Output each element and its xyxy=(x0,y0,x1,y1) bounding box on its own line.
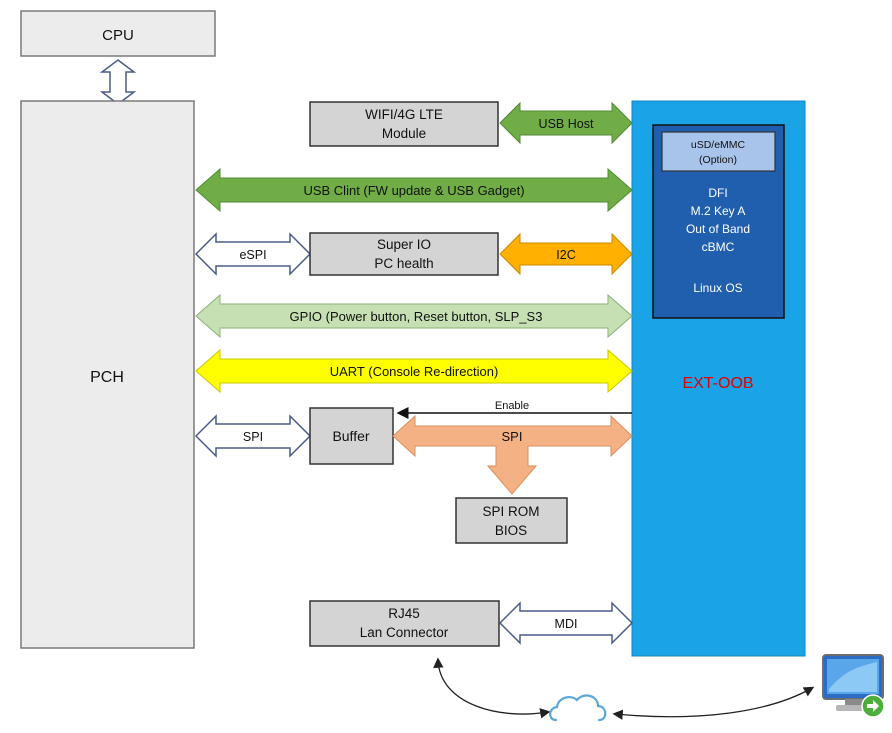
uart-link: UART (Console Re-direction) xyxy=(195,348,633,394)
usd-label: uSD/eMMC xyxy=(691,139,746,151)
cpu-block: CPU xyxy=(20,10,216,57)
lan-cloud-connection xyxy=(433,657,551,719)
spi-rom-label: SPI ROM xyxy=(482,504,539,519)
uart-label: UART (Console Re-direction) xyxy=(330,364,499,379)
pch-label: PCH xyxy=(90,369,124,386)
superio-label: Super IO xyxy=(377,237,431,252)
pch-block: PCH xyxy=(20,100,195,649)
usd-emmc-box xyxy=(661,131,776,172)
module-dfi-label: DFI xyxy=(708,186,727,200)
gpio-link: GPIO (Power button, Reset button, SLP_S3 xyxy=(195,293,633,339)
cpu-label: CPU xyxy=(102,27,134,44)
spi-left-label: SPI xyxy=(243,430,263,444)
lan-connector-label: Lan Connector xyxy=(360,625,449,640)
wifi-label: WIFI/4G LTE xyxy=(365,107,443,122)
superio-block: Super IO PC health xyxy=(309,232,499,276)
usb-host-link: USB Host xyxy=(499,101,633,145)
i2c-label: I2C xyxy=(556,248,575,262)
cloud-remote-connection xyxy=(612,686,815,720)
ext-oob-label: EXT-OOB xyxy=(682,375,753,392)
rj45-block: RJ45 Lan Connector xyxy=(309,600,500,647)
espi-label: eSPI xyxy=(239,248,266,262)
buffer-block: Buffer xyxy=(309,407,394,465)
wifi-module-label: Module xyxy=(382,126,426,141)
pc-health-label: PC health xyxy=(374,256,433,271)
gpio-label: GPIO (Power button, Reset button, SLP_S3 xyxy=(290,309,543,324)
enable-label: Enable xyxy=(495,400,529,412)
usd-option-label: (Option) xyxy=(699,154,737,166)
enable-signal: Enable xyxy=(396,400,632,419)
espi-link: eSPI xyxy=(194,232,312,276)
mdi-label: MDI xyxy=(555,617,578,631)
cpu-pch-arrow xyxy=(99,59,137,105)
module-cbmc-label: cBMC xyxy=(702,240,735,254)
buffer-label: Buffer xyxy=(332,428,369,444)
usb-client-label: USB Clint (FW update & USB Gadget) xyxy=(303,183,524,198)
spi-rom-block: SPI ROM BIOS xyxy=(455,497,568,544)
usb-host-label: USB Host xyxy=(539,117,594,131)
spi-right-label: SPI xyxy=(502,429,523,444)
spi-pch-link: SPI xyxy=(194,414,312,458)
module-key-label: M.2 Key A xyxy=(691,204,746,218)
cbmc-module: uSD/eMMC (Option) DFI M.2 Key A Out of B… xyxy=(652,124,785,319)
usb-client-link: USB Clint (FW update & USB Gadget) xyxy=(195,167,633,213)
rj45-label: RJ45 xyxy=(388,606,420,621)
module-os-label: Linux OS xyxy=(693,281,742,295)
bios-label: BIOS xyxy=(495,523,527,538)
remote-desktop-icon xyxy=(822,654,885,718)
i2c-link: I2C xyxy=(499,232,633,276)
wifi-module-block: WIFI/4G LTE Module xyxy=(309,101,499,147)
module-oob-label: Out of Band xyxy=(686,222,750,236)
spi-bus-link: SPI xyxy=(392,414,633,495)
cloud-icon xyxy=(549,694,607,722)
mdi-link: MDI xyxy=(498,601,634,645)
